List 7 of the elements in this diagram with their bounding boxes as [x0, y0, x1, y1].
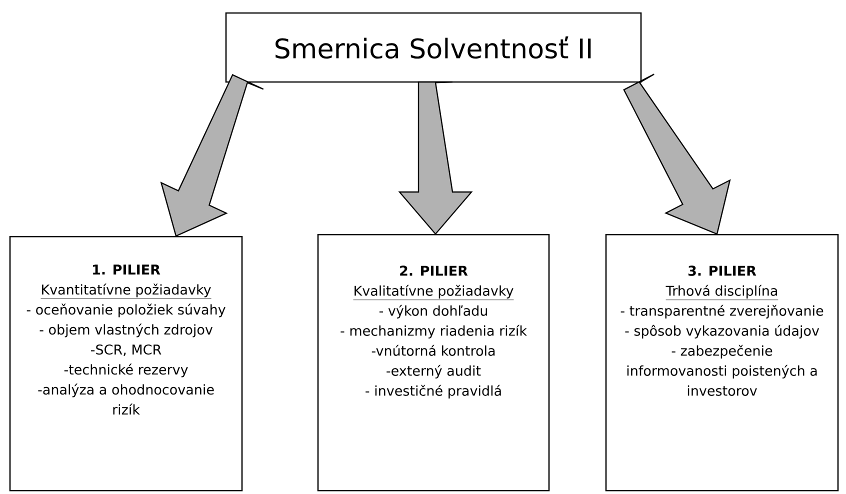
block-arrow [160, 74, 264, 237]
block-arrow [398, 81, 473, 235]
pillar-box: 1. PILIER Kvantitatívne požiadavky - oceňovanie položiek súvahy - objem vlastných zdrojov -SCR, MCR -technické rezervy -analýza a ohodnocovanie rizík [9, 236, 243, 492]
title-box: Smernica Solventnosť II [225, 12, 642, 83]
block-arrow [623, 74, 731, 235]
pillar-box: 2. PILIER Kvalitatívne požiadavky - výkon dohľadu - mechanizmy riadenia rizík -vnútorná kontrola -externý audit - investičné pravidlá [317, 234, 550, 492]
pillar-box: 3. PILIER Trhová disciplína - transparentné zverejňovanie - spôsob vykazovania údajov - zabezpečenie informovanosti poistených a investorov [605, 234, 839, 492]
